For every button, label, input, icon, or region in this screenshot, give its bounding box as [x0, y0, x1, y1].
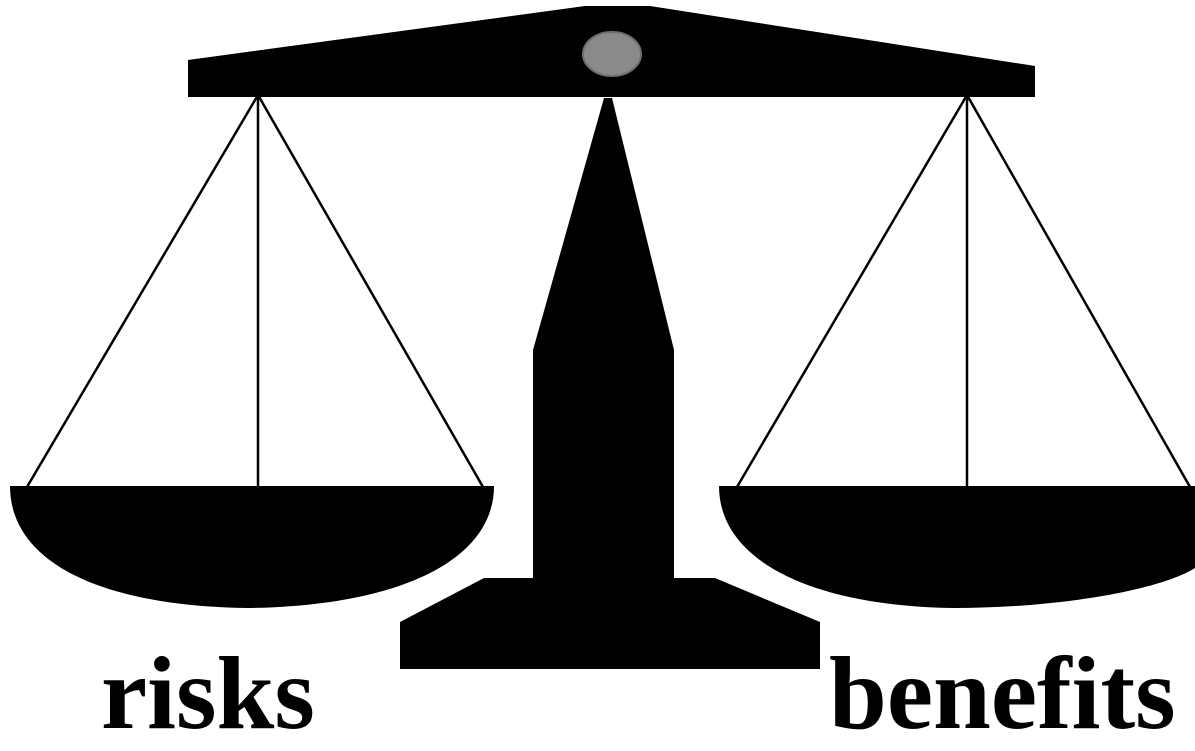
risks-label: risks [101, 642, 315, 746]
pivot-knob [583, 32, 641, 76]
balance-scale-icon [0, 0, 1195, 730]
benefits-label: benefits [829, 642, 1176, 746]
left-pan-strings [27, 95, 483, 487]
scale-base [400, 578, 820, 669]
right-pan-strings [737, 95, 1190, 487]
right-pan [719, 486, 1195, 608]
left-pan [10, 486, 494, 608]
scale-column [533, 98, 674, 578]
